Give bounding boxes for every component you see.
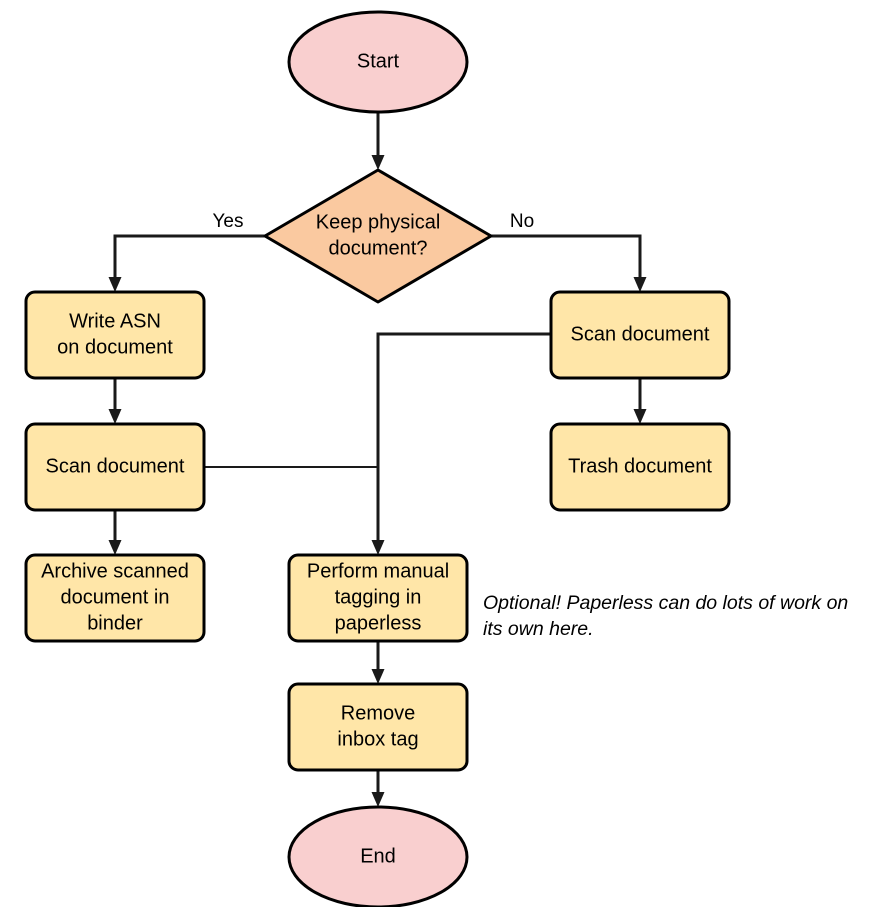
node-write-asn-on-document[interactable]: Write ASN on document — [24, 290, 206, 380]
process-shape — [24, 422, 206, 512]
node-label-remove-inbox-tag: Remove — [341, 702, 415, 724]
process-shape — [287, 553, 469, 643]
edge-decision-no-to-scan-document-right: No — [491, 211, 647, 292]
node-label-scan-document-left: Scan document — [46, 455, 185, 477]
node-label-write-asn-on-document: on document — [57, 336, 173, 358]
terminator-shape — [287, 805, 469, 907]
node-scan-document-left[interactable]: Scan document — [24, 422, 206, 512]
node-label-archive-scanned-document-in-binder: binder — [87, 612, 143, 634]
node-label-scan-document-right: Scan document — [571, 323, 710, 345]
node-end[interactable]: End — [287, 805, 469, 907]
edge-write-asn-to-scan-document-left — [108, 378, 122, 424]
decision-shape — [263, 168, 493, 304]
annotation-line: Optional! Paperless can do lots of work … — [483, 592, 848, 614]
node-label-perform-manual-tagging-in-paperless: tagging in — [335, 586, 422, 608]
annotations-layer: Optional! Paperless can do lots of work … — [483, 592, 848, 640]
node-label-write-asn-on-document: Write ASN — [69, 310, 161, 332]
node-remove-inbox-tag[interactable]: Remove inbox tag — [287, 682, 469, 772]
annotation-line: its own here. — [483, 618, 594, 640]
node-keep-physical-document[interactable]: Keep physical document? — [263, 168, 493, 304]
edge-scan-document-left-to-archive — [108, 510, 122, 555]
edge-label-decision-yes-to-write-asn: Yes — [213, 211, 244, 232]
node-label-trash-document: Trash document — [568, 455, 712, 477]
process-shape — [549, 422, 731, 512]
edge-tagging-to-remove-inbox-tag — [371, 641, 385, 684]
node-label-perform-manual-tagging-in-paperless: paperless — [335, 612, 422, 634]
node-label-end: End — [360, 845, 396, 867]
edge-remove-inbox-tag-to-end — [371, 770, 385, 807]
node-label-keep-physical-document: Keep physical — [316, 211, 441, 233]
edge-scan-document-right-to-tagging — [371, 332, 551, 555]
node-label-archive-scanned-document-in-binder: Archive scanned — [41, 560, 189, 582]
edge-start-to-decision — [371, 112, 385, 170]
node-perform-manual-tagging-in-paperless[interactable]: Perform manual tagging in paperless — [287, 553, 469, 643]
edge-scan-document-right-to-trash — [633, 378, 647, 424]
node-trash-document[interactable]: Trash document — [549, 422, 731, 512]
process-shape — [287, 682, 469, 772]
annotation-optional-note: Optional! Paperless can do lots of work … — [483, 592, 848, 640]
edges-layer: Yes No — [108, 112, 647, 807]
node-archive-scanned-document-in-binder[interactable]: Archive scanned document in binder — [24, 553, 206, 643]
edge-decision-yes-to-write-asn: Yes — [108, 211, 265, 292]
process-shape — [24, 553, 206, 643]
node-label-remove-inbox-tag: inbox tag — [337, 728, 418, 750]
node-label-perform-manual-tagging-in-paperless: Perform manual — [307, 560, 449, 582]
edge-label-decision-no-to-scan-document-right: No — [510, 211, 534, 232]
node-label-archive-scanned-document-in-binder: document in — [61, 586, 170, 608]
node-label-keep-physical-document: document? — [329, 237, 428, 259]
process-shape — [549, 290, 731, 380]
node-start[interactable]: Start — [287, 10, 469, 114]
node-scan-document-right[interactable]: Scan document — [549, 290, 731, 380]
node-label-start: Start — [357, 50, 400, 72]
process-shape — [24, 290, 206, 380]
terminator-shape — [287, 10, 469, 114]
